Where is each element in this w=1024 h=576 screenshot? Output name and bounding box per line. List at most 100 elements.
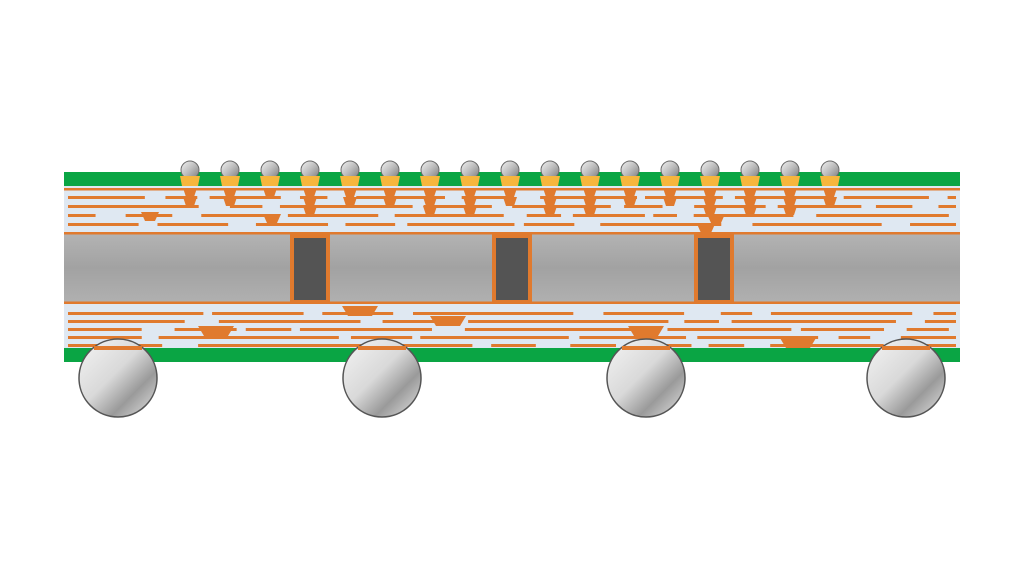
top-buildup-trace (356, 196, 445, 199)
bump-pad (660, 176, 680, 186)
stacked-microvia (383, 188, 397, 197)
bump-pad (460, 176, 480, 186)
top-buildup-trace (843, 196, 929, 199)
bump-pad (500, 176, 520, 186)
bottom-buildup-trace (900, 336, 956, 339)
stacked-microvia (583, 197, 597, 206)
stacked-microvia (543, 188, 557, 197)
stacked-microvia (783, 188, 797, 197)
through-via-fill (294, 238, 326, 300)
bump-pad (220, 176, 240, 186)
bottom-buildup-trace (933, 312, 956, 315)
top-buildup-trace (201, 214, 276, 217)
top-buildup-trace (165, 196, 198, 199)
top-buildup-trace (645, 196, 723, 199)
stacked-microvia (303, 206, 317, 215)
top-buildup-trace (68, 214, 96, 217)
top-microvia (141, 212, 159, 221)
bump-pad (380, 176, 400, 186)
top-microvia (697, 224, 715, 233)
stacked-microvia (783, 206, 797, 215)
bottom-buildup-trace (924, 320, 956, 323)
bottom-buildup-trace (391, 344, 473, 347)
bottom-buildup-trace (720, 312, 753, 315)
bottom-buildup-trace (218, 320, 361, 323)
stacked-microvia (343, 188, 357, 197)
stacked-microvia (303, 188, 317, 197)
bottom-buildup-trace (838, 336, 871, 339)
top-buildup-trace (693, 214, 794, 217)
stacked-microvia (183, 188, 197, 197)
bottom-solder-mask (64, 348, 960, 362)
solder-ball-icon (866, 338, 946, 418)
stacked-microvia (663, 188, 677, 197)
top-buildup-trace (938, 205, 956, 208)
stacked-microvia (543, 206, 557, 215)
stacked-microvia (183, 197, 197, 206)
top-buildup-trace (752, 223, 882, 226)
top-buildup-trace (423, 205, 492, 208)
top-buildup-trace (229, 205, 263, 208)
top-buildup-trace (209, 196, 281, 199)
top-microvia (707, 214, 725, 223)
bottom-buildup-trace (382, 320, 437, 323)
top-microvia (263, 214, 281, 223)
solder-ball-icon (342, 338, 422, 418)
top-buildup-trace (512, 205, 611, 208)
bottom-buildup-trace (903, 344, 956, 347)
bottom-buildup-trace (198, 344, 365, 347)
top-buildup-trace (523, 223, 575, 226)
top-buildup-trace (526, 214, 562, 217)
bump-pad (260, 176, 280, 186)
bottom-microvia (628, 326, 664, 336)
top-buildup-trace (68, 205, 199, 208)
top-buildup-trace (394, 214, 504, 217)
bottom-microvia (198, 326, 234, 336)
ball-land-pad (358, 346, 406, 350)
stacked-microvia (823, 197, 837, 206)
bottom-buildup-trace (731, 320, 896, 323)
stacked-microvia (423, 188, 437, 197)
solder-ball-icon (606, 338, 686, 418)
top-buildup-trace (407, 223, 515, 226)
bottom-buildup-trace (468, 320, 669, 323)
stacked-microvia (503, 197, 517, 206)
bottom-buildup-trace (697, 336, 819, 339)
top-buildup-trace (624, 205, 663, 208)
bottom-buildup-trace (68, 328, 142, 331)
stacked-microvia (783, 197, 797, 206)
bottom-buildup-trace (667, 328, 792, 331)
bottom-buildup-trace (350, 336, 413, 339)
bump-pad (300, 176, 320, 186)
bottom-buildup-trace (68, 312, 204, 315)
bottom-buildup-trace (464, 328, 656, 331)
top-buildup-trace (287, 214, 379, 217)
stacked-microvia (303, 197, 317, 206)
bump-pad (700, 176, 720, 186)
bottom-microvia (342, 306, 378, 316)
bump-pad (820, 176, 840, 186)
top-buildup-trace (345, 223, 396, 226)
solder-ball-icon (78, 338, 158, 418)
through-via-fill (698, 238, 730, 300)
bump-pad (740, 176, 760, 186)
bottom-buildup-trace (603, 312, 685, 315)
bottom-buildup-trace (299, 328, 432, 331)
through-via-fill (496, 238, 528, 300)
stacked-microvia (583, 206, 597, 215)
top-buildup-trace (572, 214, 645, 217)
bottom-buildup-trace (412, 312, 574, 315)
bottom-microvia (780, 338, 816, 348)
top-buildup-trace (875, 205, 913, 208)
stacked-microvia (463, 206, 477, 215)
stacked-microvia (743, 188, 757, 197)
stacked-microvia (823, 188, 837, 197)
bottom-buildup-trace (708, 344, 745, 347)
top-buildup-trace (600, 223, 722, 226)
bottom-buildup-trace (570, 344, 617, 347)
bottom-buildup-trace (770, 312, 913, 315)
bump-pad (420, 176, 440, 186)
bump-pad (620, 176, 640, 186)
